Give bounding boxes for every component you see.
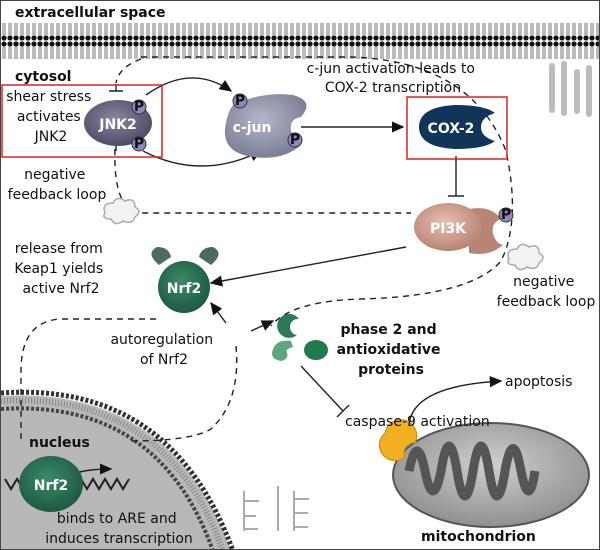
cjun-protein[interactable] xyxy=(224,93,307,158)
golgi-apparatus xyxy=(243,486,309,531)
phospho-label: P xyxy=(134,136,144,152)
nrf2-nuclear-label: Nrf2 xyxy=(34,478,68,494)
cjun-label: c-jun xyxy=(233,120,272,136)
cjun-activation-annotation: c-jun activation leads to COX-2 transcri… xyxy=(307,61,480,96)
negative-feedback-left-annotation: negative feedback loop xyxy=(8,167,107,203)
caspase9-shape xyxy=(378,419,418,462)
extracellular-label: extracellular space xyxy=(15,5,166,21)
nrf2-keap1-complex[interactable] xyxy=(151,247,219,313)
jnk2-label: JNK2 xyxy=(98,117,137,133)
phospho-label: P xyxy=(134,99,144,115)
phospho-label: P xyxy=(235,93,245,109)
mitochondrion-label: mitochondrion xyxy=(421,529,536,545)
pi3k-label: PI3K xyxy=(430,221,467,237)
binds-are-annotation: binds to ARE and induces transcription xyxy=(45,511,193,547)
phospho-label: P xyxy=(501,207,511,223)
endoplasmic-reticulum xyxy=(549,61,592,117)
jnk2-highlight-box xyxy=(1,84,163,158)
apoptosis-annotation: apoptosis xyxy=(505,374,572,390)
autoregulation-annotation: autoregulation of Nrf2 xyxy=(110,332,217,368)
pi3k-protein[interactable] xyxy=(414,203,514,254)
cox2-protein[interactable] xyxy=(419,105,495,149)
nucleus-label: nucleus xyxy=(29,435,90,451)
mitochondrion xyxy=(392,422,590,528)
nrf2-nuclear[interactable] xyxy=(19,456,83,512)
phase2-proteins[interactable] xyxy=(272,313,328,361)
keap1-release-annotation: release from Keap1 yields active Nrf2 xyxy=(14,241,107,297)
phospho-label: P xyxy=(290,132,300,148)
shear-stress-annotation: shear stress activates JNK2 xyxy=(6,89,95,145)
degradation-clouds xyxy=(103,197,544,271)
caspase-annotation: caspase-9 activation xyxy=(345,414,490,430)
negative-feedback-right-annotation: negative feedback loop xyxy=(497,274,596,310)
cox2-label: COX-2 xyxy=(428,121,475,137)
cytosol-label: cytosol xyxy=(15,69,72,85)
nrf2-label: Nrf2 xyxy=(167,281,201,297)
jnk2-protein[interactable] xyxy=(84,99,152,152)
cox2-highlight-box xyxy=(406,96,508,160)
dashed-pathways xyxy=(20,56,514,442)
phase2-annotation: phase 2 and antioxidative proteins xyxy=(337,322,446,378)
